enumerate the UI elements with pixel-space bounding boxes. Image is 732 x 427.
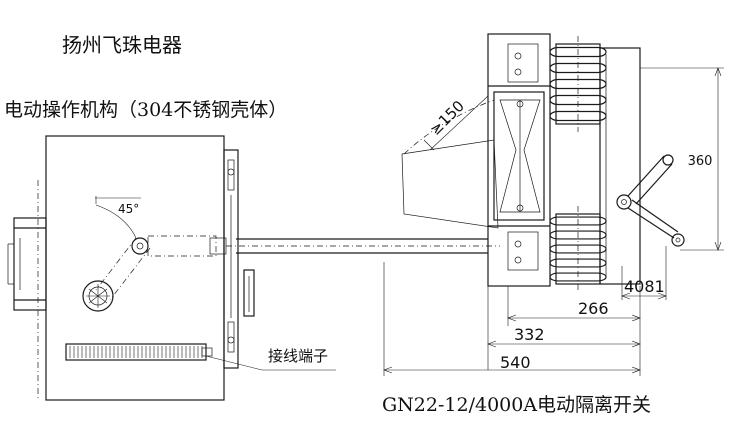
dim-540-label: 540 [500,353,531,372]
dim-4081-label: 4081 [624,277,665,296]
angle-150-label: ≥150 [426,97,468,139]
dimension-lines: 360 4081 266 332 540 [383,67,724,376]
mechanism-title: 电动操作机构（304不锈钢壳体） [4,99,287,121]
isolating-switch: ≥150 [401,33,685,292]
dim-332-label: 332 [514,325,545,344]
operating-mechanism: 45° [7,135,336,401]
angle-45-label: 45° [118,202,139,216]
top-insulator [549,36,607,132]
terminal-strip-teeth [69,346,203,358]
dim-360-label: 360 [688,154,713,169]
company-name: 扬州飞珠电器 [62,33,182,57]
insulator-shed [549,46,607,58]
bottom-insulator [549,206,607,292]
dim-266-label: 266 [578,299,609,318]
terminal-label: 接线端子 [268,347,328,365]
drive-shaft [226,238,500,254]
product-title: GN22-12/4000A电动隔离开关 [382,394,651,416]
